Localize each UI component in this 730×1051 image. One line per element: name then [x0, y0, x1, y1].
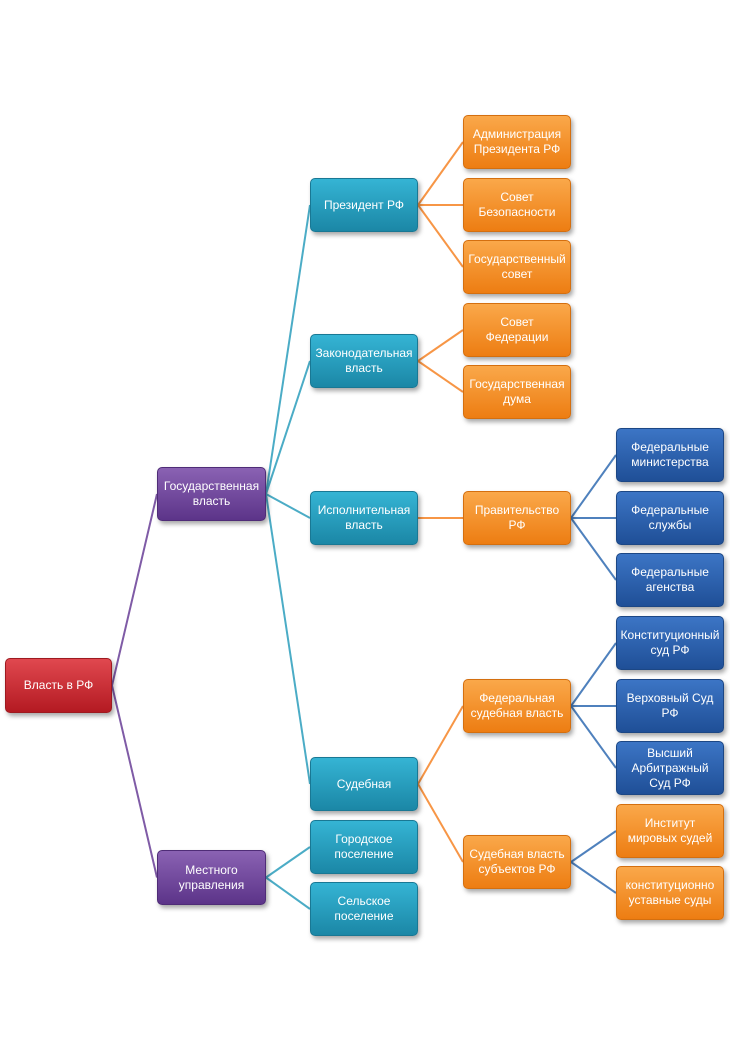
- node-supreme-arbitration-court: Высший Арбитражный Суд РФ: [616, 741, 724, 795]
- node-state-power: Государственная власть: [157, 467, 266, 521]
- node-state-council: Государственный совет: [463, 240, 571, 294]
- connector-root-to-state_power: [111, 493, 158, 686]
- connector-president-to-state_council: [417, 204, 464, 268]
- connector-local_government-to-urban_settlement: [265, 846, 311, 879]
- node-local-government: Местного управления: [157, 850, 266, 905]
- connector-federal_judiciary-to-arbitration_court: [570, 705, 617, 769]
- connector-state_power-to-executive: [265, 493, 311, 519]
- connector-government-to-federal_agencies: [570, 517, 617, 581]
- node-federal-judiciary: Федеральная судебная власть: [463, 679, 571, 733]
- connector-legislative-to-federation_council: [417, 329, 464, 362]
- connector-state_power-to-judicial: [265, 493, 311, 785]
- connector-judicial-to-federal_judiciary: [417, 705, 464, 785]
- node-federal-agencies: Федеральные агенства: [616, 553, 724, 607]
- node-urban-settlement: Городское поселение: [310, 820, 418, 874]
- node-executive-power: Исполнительная власть: [310, 491, 418, 545]
- connector-president-to-presidential_administration: [417, 141, 464, 206]
- connector-regional_judiciary-to-charter_courts: [570, 861, 617, 894]
- node-presidential-administration: Администрация Президента РФ: [463, 115, 571, 169]
- node-legislative-power: Законодательная власть: [310, 334, 418, 388]
- node-president: Президент РФ: [310, 178, 418, 232]
- node-rural-settlement: Сельское поселение: [310, 882, 418, 936]
- connector-state_power-to-president: [265, 204, 311, 495]
- node-constitutional-charter-courts: конституционно уставные суды: [616, 866, 724, 920]
- connector-regional_judiciary-to-justices_of_peace: [570, 830, 617, 863]
- node-security-council: Совет Безопасности: [463, 178, 571, 232]
- node-federal-services: Федеральные службы: [616, 491, 724, 545]
- connector-legislative-to-state_duma: [417, 360, 464, 393]
- connector-federal_judiciary-to-constitutional_court: [570, 642, 617, 707]
- node-justices-of-peace: Институт мировых судей: [616, 804, 724, 858]
- node-power-in-rf: Власть в РФ: [5, 658, 112, 713]
- node-government: Правительство РФ: [463, 491, 571, 545]
- node-supreme-court: Верховный Суд РФ: [616, 679, 724, 733]
- connector-government-to-federal_ministries: [570, 454, 617, 519]
- node-federation-council: Совет Федерации: [463, 303, 571, 357]
- node-federal-ministries: Федеральные министерства: [616, 428, 724, 482]
- node-regional-judiciary: Судебная власть субъектов РФ: [463, 835, 571, 889]
- node-constitutional-court: Конституционный суд РФ: [616, 616, 724, 670]
- connector-judicial-to-regional_judiciary: [417, 783, 464, 863]
- connector-local_government-to-rural_settlement: [265, 876, 311, 910]
- connector-root-to-local_government: [111, 685, 158, 878]
- node-judicial-power: Судебная: [310, 757, 418, 811]
- node-state-duma: Государственная дума: [463, 365, 571, 419]
- connector-state_power-to-legislative: [265, 360, 311, 495]
